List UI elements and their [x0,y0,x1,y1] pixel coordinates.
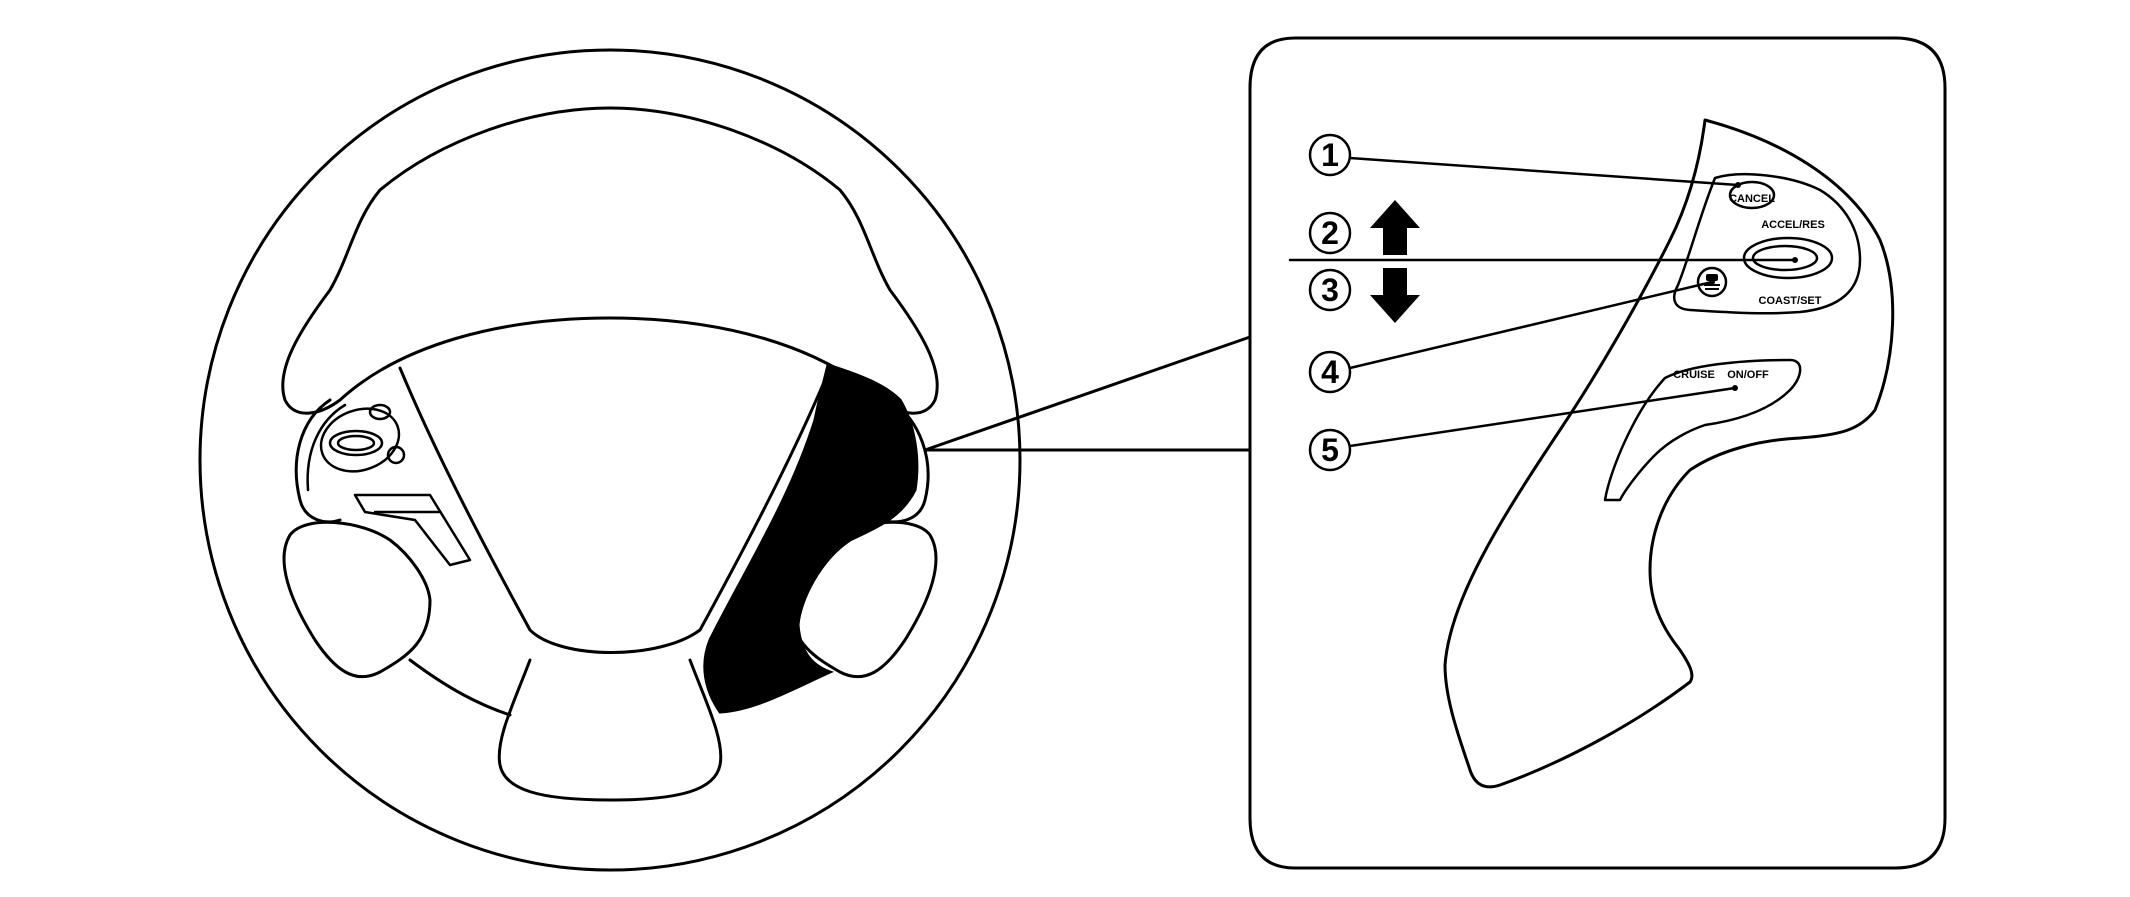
svg-text:5: 5 [1321,432,1339,468]
right-spoke-outline [878,398,930,524]
callout-5: 5 [1308,428,1352,472]
accel-res-label: ACCEL/RES [1761,219,1825,231]
set-switch-outer [1742,236,1834,280]
callout-1: 1 [1308,133,1352,177]
wheel-upper-grip [281,106,939,415]
wheel-bottom-spoke [497,658,723,802]
svg-text:2: 2 [1321,215,1339,251]
left-spoke-lower-switch [353,493,472,567]
callout-2: 2 [1308,211,1352,255]
leader-4 [1348,280,1714,370]
on-off-label: ON/OFF [1727,369,1769,381]
distance-button [1696,266,1728,298]
cancel-label: CANCEL [1729,193,1775,205]
down-arrow-icon [1370,268,1420,323]
audio-switch-group [319,403,406,473]
svg-text:1: 1 [1321,137,1339,173]
detail-leader-upper [923,335,1252,452]
svg-text:4: 4 [1321,354,1339,390]
leader-1 [1348,156,1740,187]
switch-pad-body [1443,118,1895,789]
leader-5 [1348,386,1737,448]
cruise-label: CRUISE [1673,369,1715,381]
steering-wheel [198,48,1022,872]
steering-wheel-rim [198,48,1022,872]
upper-switch-cluster [1673,173,1862,315]
left-spoke-housing-inner [306,403,347,492]
callout-3: 3 [1308,268,1352,312]
svg-text:3: 3 [1321,272,1339,308]
up-arrow-icon [1370,200,1420,255]
detail-panel-frame [1248,36,1947,870]
set-switch-inner [1751,244,1819,272]
callout-4: 4 [1308,350,1352,394]
wheel-hub [398,366,832,654]
detail-panel: CANCEL ACCEL/RES COAST/SET CRUISE ON/OFF… [1248,36,1947,870]
coast-set-label: COAST/SET [1759,295,1822,307]
left-spoke-housing [294,398,342,524]
cruise-switch-highlight [703,363,919,714]
cancel-button [1728,180,1776,210]
cruise-on-off-button [1603,358,1802,502]
wheel-left-lower-grip [282,520,432,679]
